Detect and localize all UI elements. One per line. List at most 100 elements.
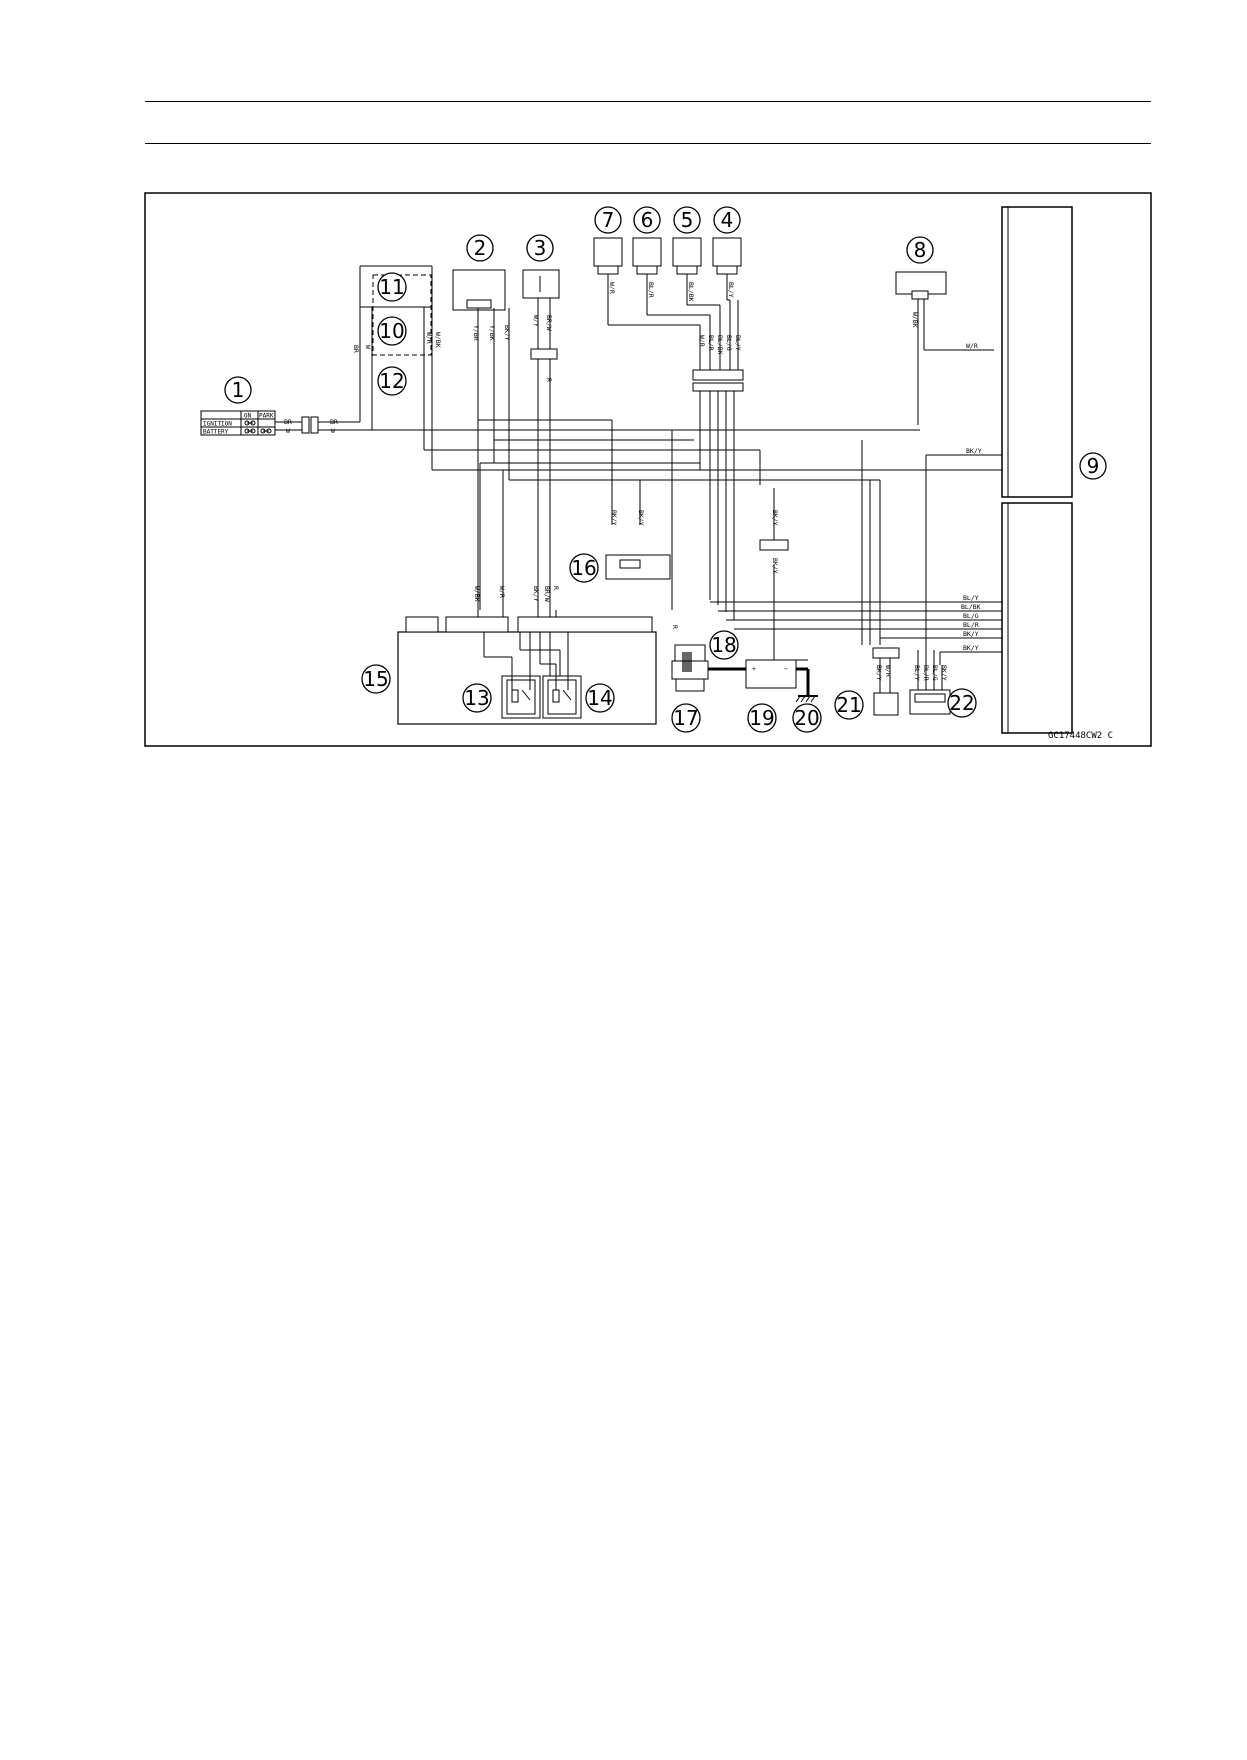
svg-text:12: 12 bbox=[379, 369, 404, 393]
callout-6: 6 bbox=[633, 206, 661, 234]
callout-22: 22 bbox=[947, 688, 977, 718]
svg-text:4: 4 bbox=[721, 208, 734, 232]
callout-21: 21 bbox=[834, 690, 864, 720]
callout-12: 12 bbox=[377, 366, 407, 396]
wire-label: R bbox=[545, 378, 553, 382]
wire-label: W/Y bbox=[532, 315, 540, 327]
svg-text:19: 19 bbox=[749, 706, 774, 730]
wire-label: BK/Y bbox=[771, 558, 779, 574]
component-2-connector bbox=[452, 269, 506, 311]
figure-code: GC17448CW2 C bbox=[1048, 731, 1113, 741]
svg-text:22: 22 bbox=[949, 691, 974, 715]
svg-text:2: 2 bbox=[474, 236, 487, 260]
wire-label: BL/R bbox=[963, 621, 979, 629]
callout-18: 18 bbox=[709, 630, 739, 660]
svg-text:6: 6 bbox=[641, 208, 654, 232]
wire-label: W bbox=[364, 345, 372, 349]
connector bbox=[301, 416, 319, 434]
callout-4: 4 bbox=[713, 206, 741, 234]
component-6 bbox=[632, 237, 662, 275]
wire-label: BK/Y bbox=[771, 510, 779, 526]
connector bbox=[530, 348, 558, 360]
svg-text:13: 13 bbox=[464, 686, 489, 710]
component-5 bbox=[672, 237, 702, 275]
wire-label: W/R bbox=[884, 665, 892, 677]
wire-label: R bbox=[671, 625, 679, 629]
battery: + − bbox=[745, 659, 797, 689]
wire-label: W/R bbox=[425, 332, 433, 344]
header-rule-bottom bbox=[145, 143, 1151, 144]
switch-row-ignition: IGNITION bbox=[203, 421, 232, 428]
relay-13 bbox=[501, 675, 541, 719]
switch-col-on: ON bbox=[244, 413, 252, 420]
wire-label: BL/R bbox=[647, 282, 655, 298]
callout-13: 13 bbox=[462, 683, 492, 713]
wire-label: W/BK bbox=[911, 312, 919, 328]
wire-label: BR/W bbox=[545, 315, 553, 331]
wire-label: BK/Y bbox=[940, 665, 948, 681]
wire-label: Y/BR bbox=[472, 325, 480, 341]
wire-label: BK/Y bbox=[963, 630, 979, 638]
ignition-switch: ON PARK IGNITION BATTERY bbox=[200, 410, 276, 436]
callout-20: 20 bbox=[792, 703, 822, 733]
battery-plus: + bbox=[752, 665, 756, 673]
wire-label: W/R bbox=[498, 586, 506, 598]
wire-label: W bbox=[286, 427, 290, 435]
relay-box bbox=[397, 616, 657, 725]
connector bbox=[872, 647, 900, 659]
meter-unit bbox=[1001, 206, 1073, 734]
callout-16: 16 bbox=[569, 553, 599, 583]
callout-9: 9 bbox=[1079, 452, 1107, 480]
svg-text:14: 14 bbox=[587, 686, 612, 710]
wire-label: W/BK bbox=[434, 332, 442, 348]
component-8 bbox=[895, 271, 947, 300]
callout-5: 5 bbox=[673, 206, 701, 234]
wire-label: W/BK bbox=[473, 586, 481, 602]
wire-label: BL/Y bbox=[963, 594, 979, 602]
svg-text:20: 20 bbox=[794, 706, 819, 730]
wire-label: BL/BK bbox=[687, 282, 695, 302]
wire-label: BL/G bbox=[725, 335, 733, 351]
wire-label: BK/Y bbox=[966, 447, 982, 455]
component-21 bbox=[873, 692, 899, 716]
wire-label: BK/Y bbox=[637, 510, 645, 526]
callout-8: 8 bbox=[906, 236, 934, 264]
wire-label: W/R bbox=[608, 282, 616, 294]
connector bbox=[692, 382, 744, 392]
switch-col-park: PARK bbox=[259, 413, 274, 420]
callout-7: 7 bbox=[594, 206, 622, 234]
wire-label: W bbox=[331, 427, 335, 435]
svg-text:21: 21 bbox=[836, 693, 861, 717]
svg-text:3: 3 bbox=[534, 236, 547, 260]
component-7 bbox=[593, 237, 623, 275]
wire-label: BK/Y bbox=[503, 325, 511, 341]
wire-label: W/R bbox=[698, 335, 706, 347]
svg-text:1: 1 bbox=[232, 378, 245, 402]
callout-1: 1 bbox=[224, 376, 252, 404]
wire-label: BK/Y bbox=[532, 586, 540, 602]
connector bbox=[759, 539, 789, 551]
svg-text:16: 16 bbox=[571, 556, 596, 580]
wire-label: BR bbox=[352, 345, 360, 353]
component-16 bbox=[605, 554, 671, 580]
starter-relay bbox=[671, 644, 709, 692]
component-4 bbox=[712, 237, 742, 275]
callout-15: 15 bbox=[361, 664, 391, 694]
wire-label: BL/G bbox=[931, 665, 939, 681]
wire-label: BL/Y bbox=[913, 665, 921, 681]
callout-14: 14 bbox=[585, 683, 615, 713]
header-rule-top bbox=[145, 101, 1151, 102]
svg-text:9: 9 bbox=[1087, 454, 1100, 478]
wire-label: BK/Y bbox=[875, 665, 883, 681]
svg-text:8: 8 bbox=[914, 238, 927, 262]
wire-label: BL/BK bbox=[961, 603, 981, 611]
switch-row-battery: BATTERY bbox=[203, 429, 229, 436]
ground-icon bbox=[795, 695, 818, 703]
fuse-block bbox=[359, 265, 433, 470]
callout-11: 11 bbox=[377, 272, 407, 302]
wire-label: Y/BK bbox=[488, 325, 496, 341]
svg-text:15: 15 bbox=[363, 667, 388, 691]
battery-minus: − bbox=[784, 665, 788, 673]
svg-text:10: 10 bbox=[379, 319, 404, 343]
wire-label: BK/Y bbox=[963, 644, 979, 652]
